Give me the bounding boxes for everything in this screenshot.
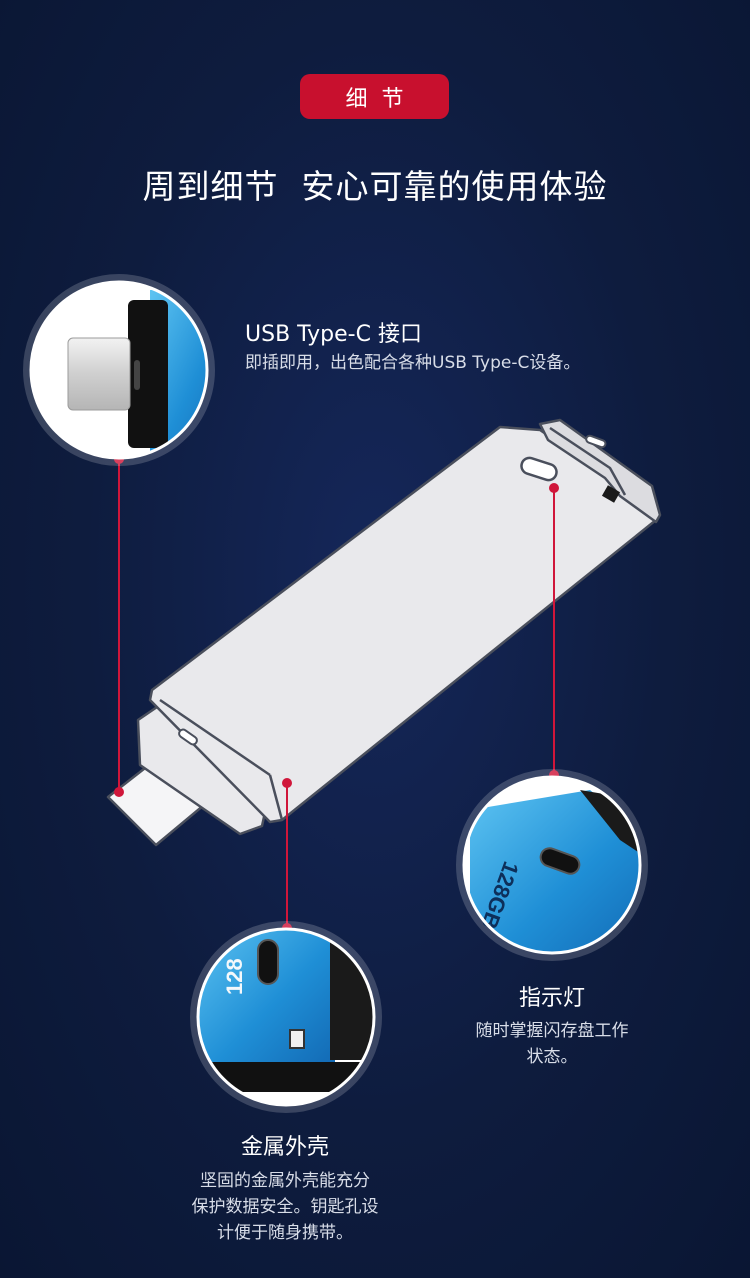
indicator-desc-line: 状态。: [526, 1047, 578, 1067]
page-headline: 周到细节 安心可靠的使用体验: [142, 167, 608, 206]
shell-title: 金属外壳: [240, 1135, 329, 1160]
indicator-description: 随时掌握闪存盘工作 状态。: [432, 1018, 672, 1070]
drive-body: [148, 425, 658, 824]
indicator-desc-line: 随时掌握闪存盘工作: [475, 1021, 629, 1041]
section-badge: 细节: [300, 74, 449, 119]
typec-description: 即插即用，出色配合各种USB Type-C设备。: [245, 353, 581, 373]
capacity-label-partial: 128: [222, 958, 247, 995]
usb-drive-drawing: [106, 418, 662, 847]
typec-title: USB Type-C 接口: [245, 322, 422, 347]
indicator-title: 指示灯: [518, 986, 585, 1011]
indicator-slot: [520, 456, 558, 482]
detail-circle-indicator: 128GB: [456, 769, 648, 961]
drive-end-band: [549, 426, 627, 496]
shell-desc-line: 保护数据安全。钥匙孔设: [191, 1197, 379, 1217]
callout-lines: [118, 457, 555, 928]
shell-desc-line: 坚固的金属外壳能充分: [200, 1171, 370, 1191]
shell-desc-line: 计便于随身携带。: [217, 1223, 353, 1243]
keyhole: [601, 485, 621, 503]
detail-circle-typec: [23, 274, 215, 466]
plug-slot: [178, 728, 198, 746]
detail-circle-shell: 128: [190, 921, 382, 1113]
shell-description: 坚固的金属外壳能充分 保护数据安全。钥匙孔设 计便于随身携带。: [160, 1168, 410, 1246]
